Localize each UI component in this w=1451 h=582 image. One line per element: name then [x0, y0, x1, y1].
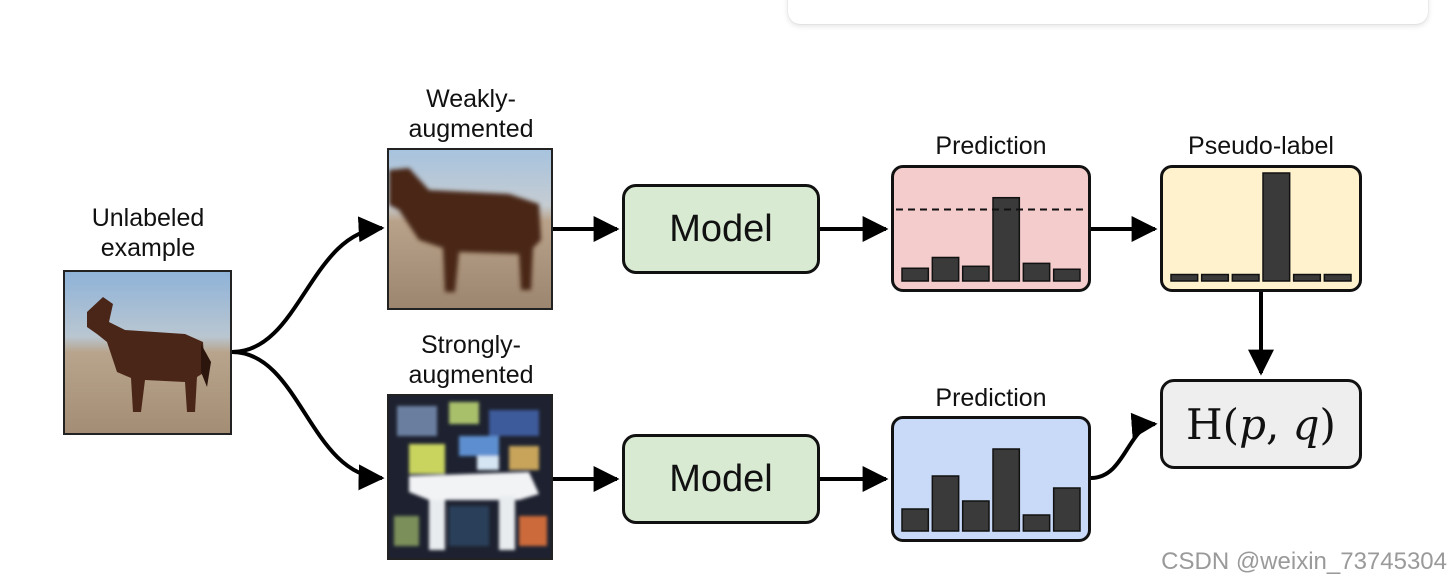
model-box-bottom: Model: [622, 434, 820, 524]
loss-q: q: [1292, 399, 1320, 449]
label-line: augmented: [408, 361, 534, 389]
loss-p: p: [1239, 399, 1266, 449]
prediction-bottom-bars: [901, 448, 1081, 532]
bar: [1262, 172, 1291, 282]
model-label: Model: [669, 457, 773, 500]
label-line: example: [100, 234, 196, 262]
prediction-top-label: Prediction: [935, 132, 1047, 160]
bar: [1022, 262, 1051, 282]
cross-entropy-loss-box: H(p, q): [1160, 379, 1362, 469]
arrow-prediction-to-loss: [1090, 412, 1158, 480]
bar: [901, 267, 930, 282]
unlabeled-horse-image: [63, 270, 232, 435]
pseudo-label-label: Pseudo-label: [1188, 132, 1334, 160]
bar: [992, 448, 1021, 532]
bar: [1052, 487, 1081, 532]
bar: [931, 256, 960, 282]
bar: [1052, 268, 1081, 282]
bar: [1323, 273, 1352, 282]
model-label: Model: [669, 207, 773, 250]
watermark-text: CSDN @weixin_73745304: [1161, 548, 1447, 575]
pseudo-label-bars: [1170, 172, 1352, 282]
strongly-augmented-label: Strongly- augmented: [388, 330, 554, 390]
prediction-top-bars: [896, 196, 1086, 282]
model-box-top: Model: [622, 184, 820, 274]
arrow-to-weak: [231, 216, 385, 354]
bar: [1170, 273, 1199, 282]
prediction-bottom-panel: [891, 416, 1091, 542]
loss-close: ): [1319, 399, 1336, 449]
top-card-edge: [788, 0, 1428, 24]
unlabeled-example-label: Unlabeled example: [64, 203, 232, 263]
pseudo-label-panel: [1160, 165, 1362, 292]
loss-comma: ,: [1265, 399, 1293, 449]
weakly-augmented-horse-image: [387, 148, 553, 310]
label-line: augmented: [408, 115, 534, 143]
weakly-augmented-label: Weakly- augmented: [388, 84, 554, 144]
arrow-to-strong: [231, 350, 385, 491]
bar: [1292, 273, 1322, 282]
bar: [992, 196, 1021, 282]
bar: [901, 508, 930, 532]
strongly-augmented-horse-image: [387, 394, 553, 560]
bar: [961, 500, 990, 532]
bar: [931, 475, 960, 532]
prediction-bottom-label: Prediction: [935, 384, 1047, 412]
label-line: Strongly-: [420, 331, 522, 359]
prediction-top-panel: [891, 165, 1091, 292]
bar: [961, 265, 990, 282]
label-line: Weakly-: [426, 85, 516, 113]
loss-h: H(: [1186, 399, 1240, 449]
bar: [1022, 514, 1051, 532]
label-line: Unlabeled: [91, 204, 205, 232]
bar: [1200, 273, 1230, 282]
bar: [1231, 273, 1260, 282]
